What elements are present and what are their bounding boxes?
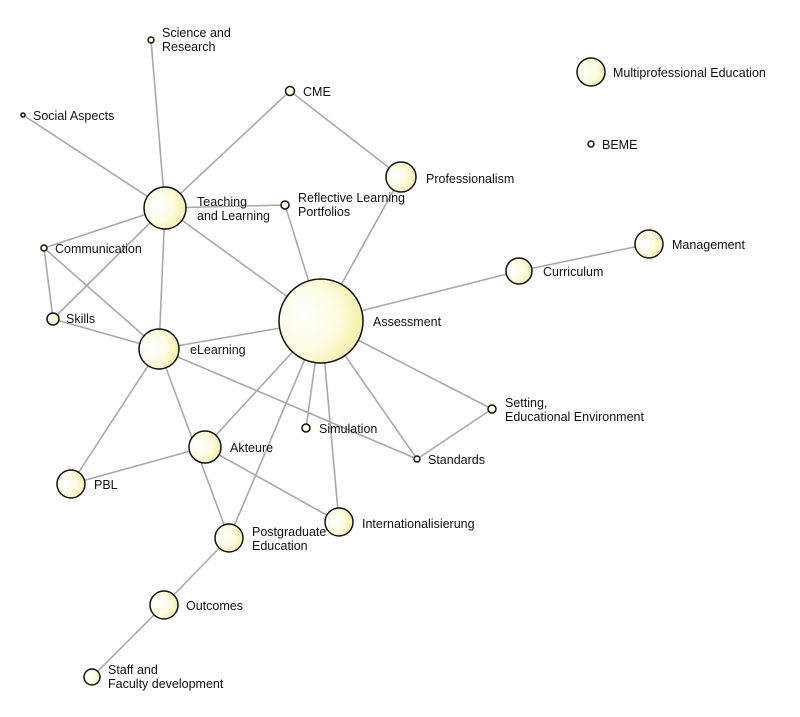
node-circle-reflective[interactable] [280, 200, 290, 210]
node-circle-assessment[interactable] [278, 278, 364, 364]
edge-cme-professionalism [289, 90, 402, 178]
node-circle-communication[interactable] [40, 244, 48, 252]
node-circle-simulation[interactable] [301, 423, 311, 433]
edge-communication-skills [43, 247, 54, 320]
node-setting[interactable]: Setting,Educational Environment [487, 396, 644, 424]
node-outcomes[interactable]: Outcomes [149, 590, 243, 620]
edge-setting-standards [416, 408, 493, 460]
node-label-simulation: Simulation [319, 422, 377, 436]
node-circle-outcomes[interactable] [149, 590, 179, 620]
node-circle-curriculum[interactable] [505, 257, 533, 285]
node-beme[interactable]: BEME [587, 138, 637, 152]
node-pbl[interactable]: PBL [56, 469, 118, 499]
node-circle-standards[interactable] [413, 455, 421, 463]
edge-akteure-pbl [70, 446, 206, 485]
node-skills[interactable]: Skills [46, 312, 95, 326]
node-label-social: Social Aspects [33, 109, 114, 123]
edge-postgraduate-outcomes [163, 537, 230, 606]
node-label-standards: Standards [428, 453, 485, 467]
node-label-assessment: Assessment [373, 315, 442, 329]
node-label-outcomes: Outcomes [186, 599, 243, 613]
node-label-elearning: eLearning [190, 343, 246, 357]
edge-communication-elearning [43, 247, 160, 350]
edge-outcomes-staff [91, 604, 165, 678]
edge-teaching-elearning [158, 207, 166, 350]
node-elearning[interactable]: eLearning [138, 328, 246, 370]
node-social[interactable]: Social Aspects [20, 109, 114, 123]
node-label-akteure: Akteure [230, 441, 273, 455]
edge-akteure-international [204, 446, 340, 523]
node-cme[interactable]: CME [284, 85, 331, 99]
node-communication[interactable]: Communication [40, 242, 142, 256]
node-label-communication: Communication [55, 242, 142, 256]
node-curriculum[interactable]: Curriculum [505, 257, 603, 285]
edge-elearning-standards [158, 348, 418, 460]
node-circle-social[interactable] [20, 112, 26, 118]
node-label-curriculum: Curriculum [543, 265, 603, 279]
node-circle-staff[interactable] [83, 668, 101, 686]
node-circle-postgraduate[interactable] [214, 523, 244, 553]
node-circle-multiprof[interactable] [576, 57, 606, 87]
node-standards[interactable]: Standards [413, 453, 485, 467]
node-international[interactable]: Internationalisierung [324, 507, 475, 537]
node-circle-science[interactable] [147, 36, 155, 44]
node-circle-elearning[interactable] [138, 328, 180, 370]
node-circle-cme[interactable] [284, 85, 296, 97]
node-label-management: Management [672, 238, 745, 252]
node-circle-international[interactable] [324, 507, 354, 537]
edge-cme-teaching [164, 90, 291, 209]
node-label-beme: BEME [602, 138, 637, 152]
node-label-cme: CME [303, 85, 331, 99]
edge-teaching-skills [52, 207, 166, 320]
node-assessment[interactable]: Assessment [278, 278, 442, 364]
edge-social-teaching [22, 114, 166, 209]
node-management[interactable]: Management [634, 229, 745, 259]
node-label-pbl: PBL [94, 478, 118, 492]
node-circle-professionalism[interactable] [385, 161, 417, 193]
edge-science-teaching [150, 39, 166, 209]
node-circle-pbl[interactable] [56, 469, 86, 499]
node-circle-setting[interactable] [487, 404, 497, 414]
node-circle-skills[interactable] [46, 312, 60, 326]
node-simulation[interactable]: Simulation [301, 422, 377, 436]
node-circle-akteure[interactable] [188, 430, 222, 464]
node-label-professionalism: Professionalism [426, 172, 514, 186]
node-label-skills: Skills [66, 312, 95, 326]
edge-elearning-pbl [70, 348, 160, 485]
node-circle-teaching[interactable] [143, 186, 187, 230]
node-label-international: Internationalisierung [362, 517, 475, 531]
node-circle-beme[interactable] [587, 140, 595, 148]
node-akteure[interactable]: Akteure [188, 430, 273, 464]
node-circle-management[interactable] [634, 229, 664, 259]
node-label-setting: Setting,Educational Environment [505, 396, 644, 424]
node-multiprof[interactable]: Multiprofessional Education [576, 57, 766, 87]
edge-management-curriculum [518, 243, 650, 272]
node-professionalism[interactable]: Professionalism [385, 161, 514, 193]
node-label-multiprof: Multiprofessional Education [613, 66, 766, 80]
